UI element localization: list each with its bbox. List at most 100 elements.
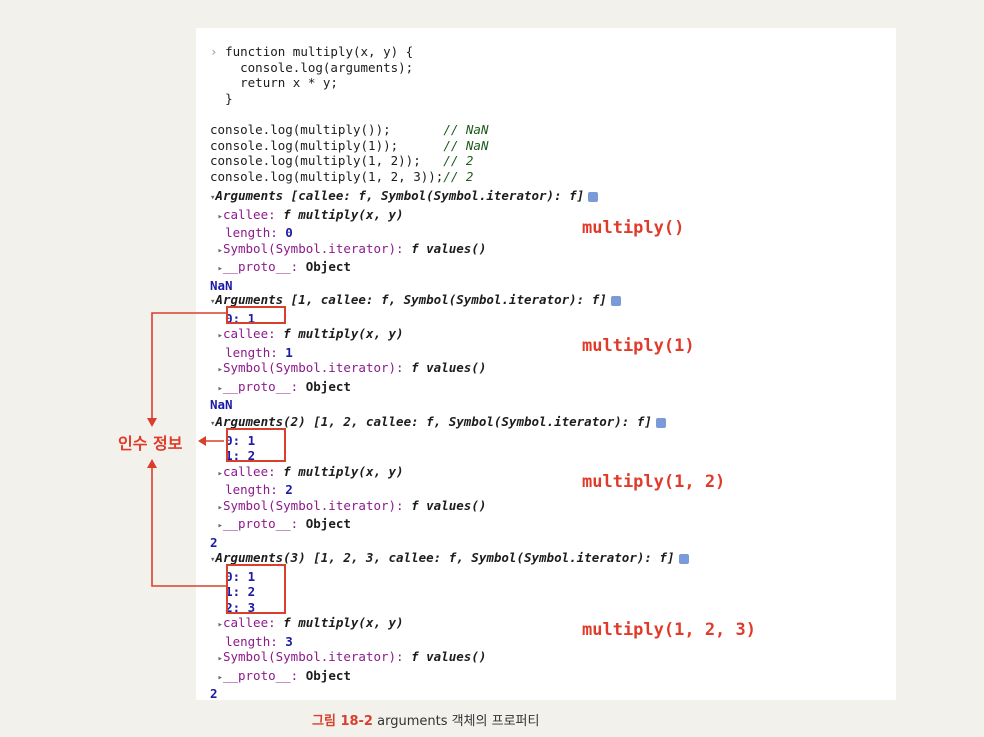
annotation-label: multiply(1, 2) xyxy=(582,472,726,492)
info-icon xyxy=(678,553,689,564)
symbol-value: f values() xyxy=(411,240,487,256)
symbol-label: Symbol(Symbol.iterator): xyxy=(222,240,412,256)
callee-value: f multiply(x, y) xyxy=(283,463,404,479)
info-icon xyxy=(655,417,666,428)
proto-value: Object xyxy=(305,378,351,394)
collapse-triangle-icon[interactable]: ▸ xyxy=(217,502,223,513)
symbol-value: f values() xyxy=(411,649,487,664)
proto-label: __proto__: xyxy=(222,516,306,531)
arguments-header[interactable]: Arguments [callee: f, Symbol(Symbol.iter… xyxy=(215,188,585,203)
call-comment-2: // NaN xyxy=(443,137,489,153)
proto-value: Object xyxy=(305,259,351,274)
call-line-3: console.log(multiply(1, 2)); xyxy=(210,153,421,168)
index-entry: 0: 1 xyxy=(225,310,256,326)
collapse-triangle-icon[interactable]: ▸ xyxy=(217,264,223,274)
index-entry: 0: 1 xyxy=(225,432,256,448)
collapse-triangle-icon[interactable]: ▸ xyxy=(217,383,223,394)
arguments-block-2: ▾Arguments [1, callee: f, Symbol(Symbol.… xyxy=(210,292,621,413)
collapse-triangle-icon[interactable]: ▸ xyxy=(217,620,223,630)
collapse-triangle-icon[interactable]: ▸ xyxy=(217,245,223,256)
symbol-label: Symbol(Symbol.iterator): xyxy=(222,497,412,513)
collapse-triangle-icon[interactable]: ▸ xyxy=(217,521,223,531)
collapse-triangle-icon[interactable]: ▸ xyxy=(217,672,223,683)
code-line-3: return x * y; xyxy=(225,75,338,90)
call-line-4: console.log(multiply(1, 2, 3)); xyxy=(210,168,444,184)
collapse-triangle-icon[interactable]: ▸ xyxy=(217,211,223,222)
figure-number: 그림 18-2 xyxy=(312,714,373,729)
symbol-value: f values() xyxy=(411,360,487,375)
index-entry: 1: 2 xyxy=(225,584,256,599)
collapse-triangle-icon[interactable]: ▸ xyxy=(217,468,223,479)
figure-caption: 그림 18-2 arguments 객체의 프로퍼티 xyxy=(312,710,539,729)
result-value: 2 xyxy=(210,686,218,701)
index-entry: 0: 1 xyxy=(225,568,256,584)
index-entry: 2: 3 xyxy=(225,599,256,615)
result-value: NaN xyxy=(210,277,233,293)
arrowhead-down-icon xyxy=(147,418,157,427)
proto-label: __proto__: xyxy=(222,378,306,394)
arguments-block-1: ▾Arguments [callee: f, Symbol(Symbol.ite… xyxy=(210,188,599,293)
call-comment-4: // 2 xyxy=(443,168,474,184)
length-value: 3 xyxy=(285,633,293,649)
code-line-1: function multiply(x, y) { xyxy=(225,44,414,59)
arguments-block-3: ▾Arguments(2) [1, 2, callee: f, Symbol(S… xyxy=(210,414,666,550)
call-lines: console.log(multiply()); // NaN console.… xyxy=(210,122,488,184)
length-label: length: xyxy=(225,225,286,240)
length-label: length: xyxy=(225,633,286,649)
call-line-2: console.log(multiply(1)); xyxy=(210,137,399,153)
call-line-1: console.log(multiply()); xyxy=(210,122,391,137)
expand-triangle-icon[interactable]: ▾ xyxy=(210,193,216,203)
callee-value: f multiply(x, y) xyxy=(283,206,404,222)
callee-label: callee: xyxy=(222,463,284,479)
connector-line-top xyxy=(151,312,226,418)
console-panel: › function multiply(x, y) { console.log(… xyxy=(196,28,896,702)
callee-label: callee: xyxy=(222,206,284,222)
call-comment-1: // NaN xyxy=(443,122,489,137)
info-icon xyxy=(588,191,599,202)
expand-triangle-icon[interactable]: ▾ xyxy=(210,419,216,429)
expand-triangle-icon[interactable]: ▾ xyxy=(210,555,216,565)
arguments-block-4: ▾Arguments(3) [1, 2, 3, callee: f, Symbo… xyxy=(210,550,689,702)
caption-text: arguments 객체의 프로퍼티 xyxy=(372,714,540,729)
info-icon xyxy=(610,295,621,306)
proto-label: __proto__: xyxy=(222,259,306,274)
collapse-triangle-icon[interactable]: ▸ xyxy=(217,331,223,341)
call-comment-3: // 2 xyxy=(443,153,474,168)
index-highlight-box xyxy=(226,306,286,324)
index-entry: 1: 2 xyxy=(225,448,256,463)
index-highlight-box xyxy=(226,428,286,462)
symbol-label: Symbol(Symbol.iterator): xyxy=(222,360,412,375)
length-value: 1 xyxy=(285,344,293,360)
proto-label: __proto__: xyxy=(222,667,306,683)
callee-label: callee: xyxy=(222,326,284,341)
result-value: NaN xyxy=(210,397,233,412)
argument-info-label: 인수 정보 xyxy=(118,434,183,453)
function-definition: › function multiply(x, y) { console.log(… xyxy=(210,44,413,106)
code-line-2: console.log(arguments); xyxy=(225,59,414,75)
collapse-triangle-icon[interactable]: ▸ xyxy=(217,654,223,664)
length-value: 0 xyxy=(285,225,293,240)
prompt-chevron-icon: › xyxy=(210,44,226,59)
symbol-value: f values() xyxy=(411,497,487,513)
collapse-triangle-icon[interactable]: ▸ xyxy=(217,365,223,375)
arrowhead-left-icon xyxy=(198,436,206,446)
annotation-label: multiply(1, 2, 3) xyxy=(582,620,756,640)
index-highlight-box xyxy=(226,564,286,614)
callee-value: f multiply(x, y) xyxy=(283,326,404,341)
expand-triangle-icon[interactable]: ▾ xyxy=(210,297,216,307)
arrowhead-up-icon xyxy=(147,459,157,468)
annotation-label: multiply() xyxy=(582,218,685,238)
callee-label: callee: xyxy=(222,615,284,630)
arguments-header[interactable]: Arguments [1, callee: f, Symbol(Symbol.i… xyxy=(215,292,607,307)
result-value: 2 xyxy=(210,534,218,550)
symbol-label: Symbol(Symbol.iterator): xyxy=(222,649,412,664)
arguments-header[interactable]: Arguments(2) [1, 2, callee: f, Symbol(Sy… xyxy=(215,414,652,429)
annotation-label: multiply(1) xyxy=(582,336,695,356)
arguments-header[interactable]: Arguments(3) [1, 2, 3, callee: f, Symbol… xyxy=(215,550,675,565)
callee-value: f multiply(x, y) xyxy=(283,615,404,630)
proto-value: Object xyxy=(305,516,351,531)
connector-line-bottom xyxy=(151,468,226,587)
length-label: length: xyxy=(225,482,286,497)
length-label: length: xyxy=(225,344,286,360)
